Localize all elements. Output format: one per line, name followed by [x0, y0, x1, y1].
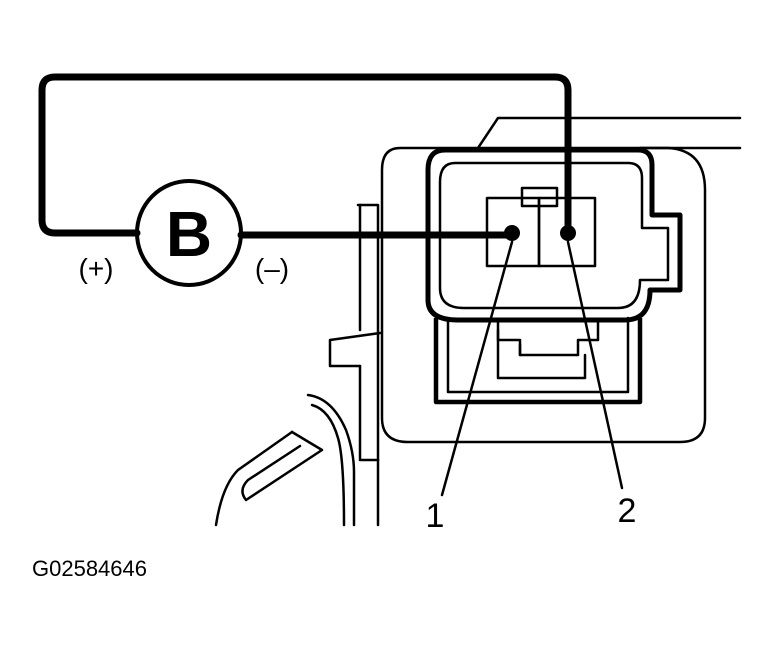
- battery-letter: B: [166, 198, 212, 270]
- leader-lines: [440, 240, 624, 497]
- terminal-1-label: 1: [426, 497, 445, 535]
- battery-symbol: B: [135, 179, 243, 287]
- terminal-2-label: 2: [618, 492, 637, 530]
- bracket-body: [214, 203, 382, 527]
- figure-id: G02584646: [32, 556, 147, 581]
- terminal-cells: [485, 186, 597, 268]
- connector-cable: [476, 116, 742, 150]
- battery-positive-label: (+): [79, 253, 114, 284]
- terminal-2-contact: [560, 225, 576, 241]
- jumper-wires: [38, 73, 572, 239]
- terminal-1-contact: [504, 225, 520, 241]
- connector-housing: [380, 146, 707, 444]
- battery-negative-label: (–): [255, 253, 289, 284]
